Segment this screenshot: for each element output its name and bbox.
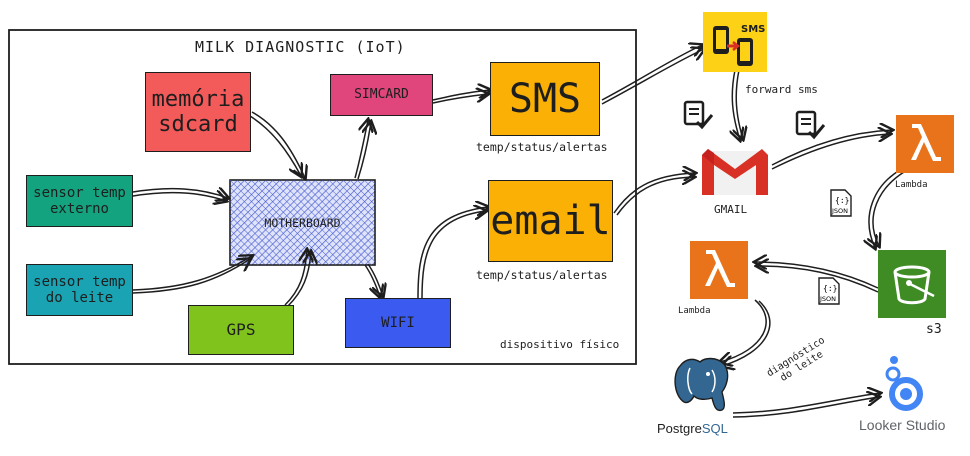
json-file-icon: {:} JSON [829, 188, 853, 222]
lambda-icon [896, 115, 954, 173]
edge-postgres-looker [732, 393, 880, 414]
edge-lambda-postgres [720, 299, 767, 362]
json-label: JSON [819, 295, 836, 303]
gps-block[interactable]: GPS [188, 305, 294, 355]
s3-label: s3 [926, 322, 942, 337]
json-file-icon: {:} JSON [817, 276, 841, 310]
gmail-label: GMAIL [714, 203, 748, 216]
svg-text:{:}: {:} [835, 196, 849, 205]
device-frame [8, 29, 637, 365]
edge-s3-lambda [755, 262, 879, 289]
simcard-label: SIMCARD [354, 86, 409, 102]
device-caption: dispositivo físico [500, 338, 620, 351]
sms-icon-text: SMS [741, 24, 765, 35]
edge-email-gmail [613, 173, 695, 214]
sms-caption: temp/status/alertas [476, 140, 608, 154]
document-check-icon [683, 100, 715, 136]
lambda-label-1: Lambda [895, 180, 928, 190]
edge-sms-forward [601, 45, 702, 101]
looker-studio-label: Looker Studio [859, 417, 946, 433]
edge-wifi-email [417, 207, 488, 299]
simcard-block[interactable]: SIMCARD [330, 74, 433, 116]
wifi-label: WIFI [381, 314, 415, 331]
s3-bucket-icon [878, 250, 946, 318]
email-label: email [490, 198, 611, 244]
email-caption: temp/status/alertas [476, 268, 608, 282]
postgresql-label-part-1: Postgre [657, 421, 702, 436]
svg-text:{:}: {:} [823, 284, 837, 293]
forward-sms-label: forward sms [745, 83, 818, 96]
lambda-label-2: Lambda [678, 306, 711, 316]
postgresql-elephant-icon [668, 356, 734, 420]
wifi-block[interactable]: WIFI [345, 298, 451, 348]
document-check-icon [795, 110, 827, 146]
sms-forward-phone-icon: SMS [703, 12, 767, 72]
gps-label: GPS [226, 319, 256, 339]
gmail-icon [698, 143, 772, 201]
looker-studio-icon [880, 352, 936, 420]
postgresql-label-part-2: SQL [701, 421, 728, 436]
email-block[interactable]: email [488, 180, 613, 262]
motherboard-block[interactable]: MOTHERBOARD [230, 180, 375, 265]
device-title: MILK DIAGNOSTIC (IoT) [195, 38, 406, 56]
json-label: JSON [831, 207, 848, 215]
sms-block[interactable]: SMS [490, 62, 600, 136]
motherboard-label: MOTHERBOARD [264, 215, 341, 230]
sms-label: SMS [508, 76, 582, 122]
postgresql-label: PostgreSQL [657, 421, 728, 436]
lambda-icon [690, 241, 748, 299]
